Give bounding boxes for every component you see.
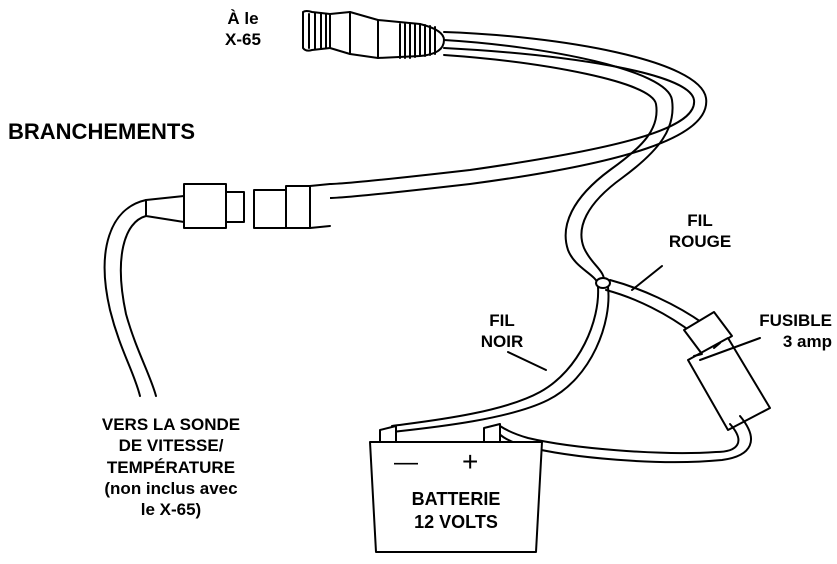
fuse-holder (683, 311, 771, 431)
battery (369, 423, 543, 553)
main-cable (329, 31, 708, 285)
sensor-cable (103, 199, 157, 397)
black-wire (391, 286, 610, 433)
inline-connector (145, 183, 331, 229)
label-to-x65: À le X-65 (225, 9, 261, 50)
x65-connector (302, 10, 445, 59)
label-battery: BATTERIE 12 VOLTS (411, 489, 501, 532)
label-black-wire: FIL NOIR (480, 311, 524, 352)
red-wire-leader (631, 265, 663, 291)
positive-terminal-symbol: + (462, 446, 479, 477)
fuse-leader (699, 337, 761, 361)
black-wire-leader (507, 351, 547, 371)
negative-terminal-symbol: — (394, 449, 418, 476)
label-red-wire: FIL ROUGE (668, 211, 732, 252)
label-fuse: FUSIBLE 3 amp (759, 311, 832, 352)
label-sensor: VERS LA SONDE DE VITESSE/ TEMPÉRATURE (n… (101, 415, 241, 519)
cable-junction (595, 277, 611, 289)
diagram-title: BRANCHEMENTS (8, 119, 195, 144)
